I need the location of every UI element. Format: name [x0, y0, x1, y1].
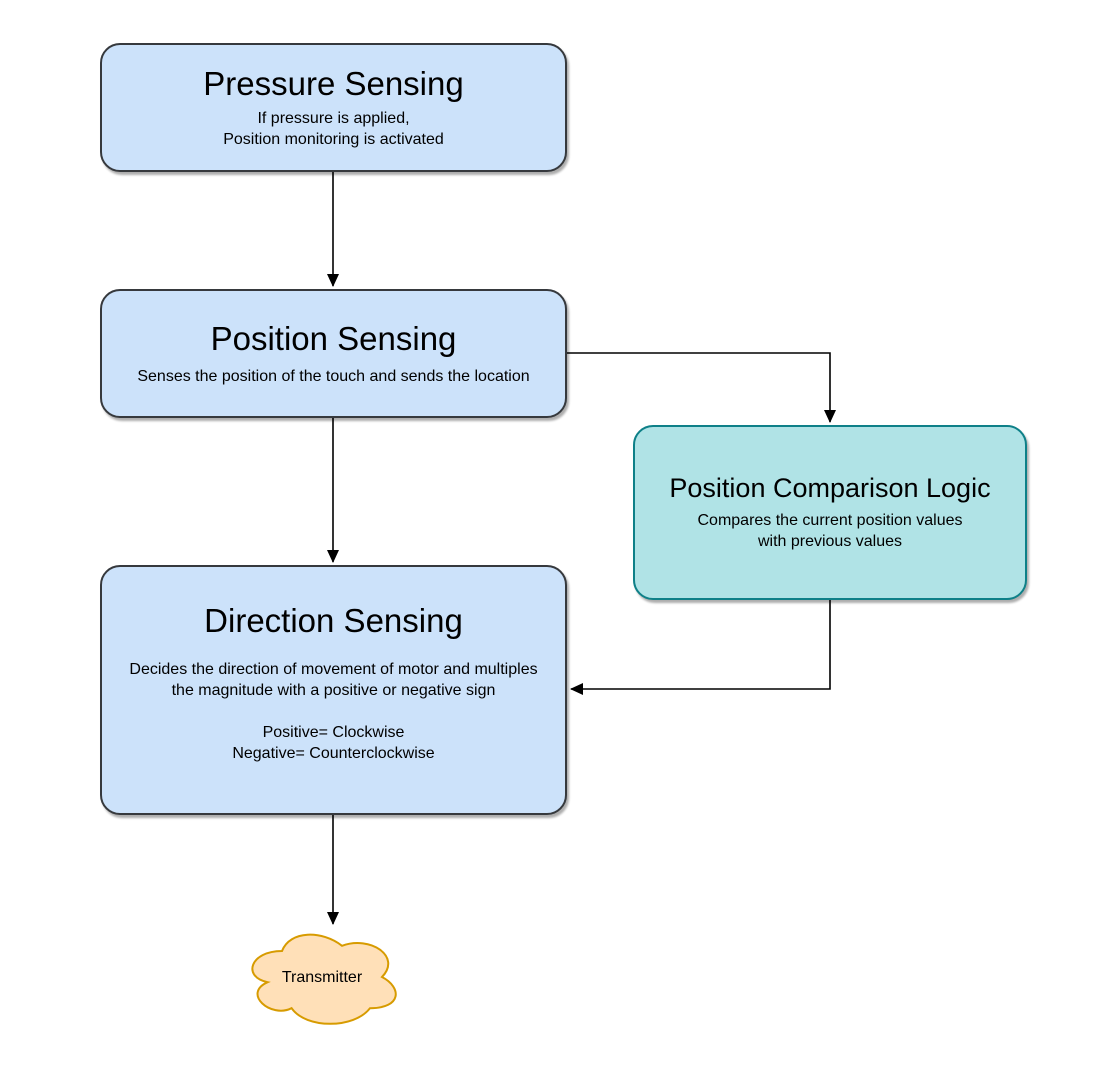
node-label: Transmitter — [281, 969, 363, 986]
node-subtitle-line: If pressure is applied, — [257, 110, 410, 128]
node-pressure-sensing: Pressure Sensing If pressure is applied,… — [100, 43, 567, 172]
node-rule-line: Negative= Counterclockwise — [232, 745, 435, 763]
node-title: Pressure Sensing — [203, 64, 464, 102]
node-title: Position Sensing — [210, 319, 457, 357]
node-title: Direction Sensing — [204, 601, 463, 639]
node-transmitter: Transmitter — [240, 922, 404, 1034]
edge-position-to-comparison-arrow — [567, 352, 836, 423]
node-title: Position Comparison Logic — [669, 472, 991, 503]
node-position-sensing: Position Sensing Senses the position of … — [100, 289, 567, 418]
node-subtitle-line: Senses the position of the touch and sen… — [137, 368, 530, 386]
cloud-shape — [251, 933, 397, 1025]
node-direction-sensing: Direction Sensing Decides the direction … — [100, 565, 567, 815]
node-body-line: Decides the direction of movement of mot… — [129, 661, 538, 679]
node-body-line: the magnitude with a positive or negativ… — [171, 682, 496, 700]
node-rule-line: Positive= Clockwise — [262, 724, 405, 742]
node-subtitle-line: Position monitoring is activated — [223, 131, 444, 149]
node-subtitle-line: with previous values — [757, 533, 903, 551]
node-position-comparison-logic: Position Comparison Logic Compares the c… — [633, 425, 1027, 600]
node-subtitle-line: Compares the current position values — [697, 512, 963, 530]
edge-comparison-to-direction-arrow — [570, 600, 831, 695]
